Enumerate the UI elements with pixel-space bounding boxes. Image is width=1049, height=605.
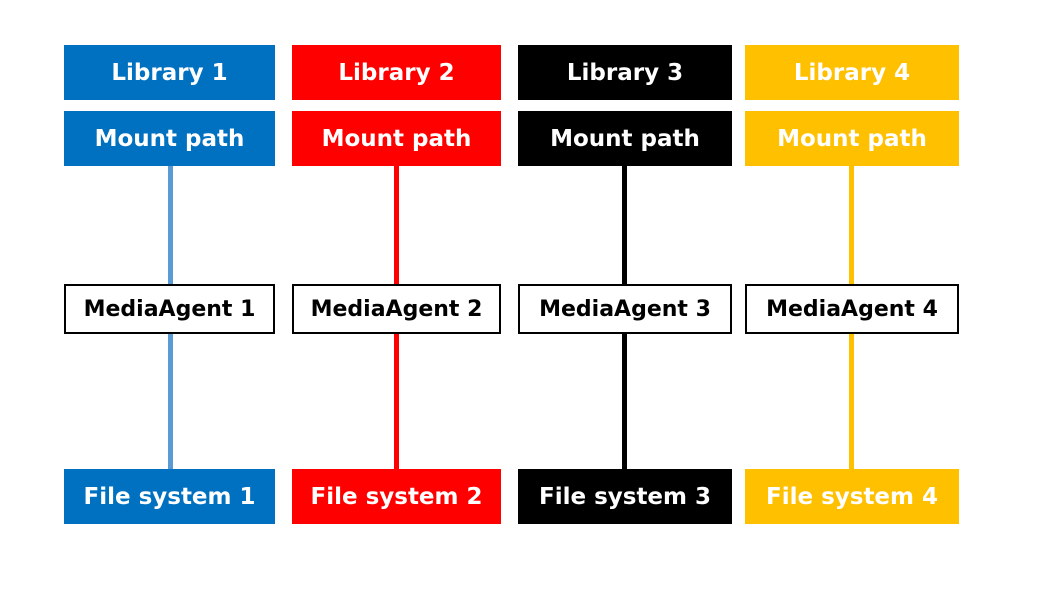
file-system-3-box: File system 3 bbox=[518, 469, 732, 524]
library-1-box: Library 1 bbox=[64, 45, 275, 100]
media-agent-2-box: MediaAgent 2 bbox=[292, 284, 501, 334]
mount-path-2-box: Mount path bbox=[292, 111, 501, 166]
connector-mount-to-agent-4 bbox=[849, 166, 854, 284]
mount-path-1-box: Mount path bbox=[64, 111, 275, 166]
mount-path-3-box: Mount path bbox=[518, 111, 732, 166]
connector-agent-to-fs-1 bbox=[168, 334, 173, 469]
library-2-box: Library 2 bbox=[292, 45, 501, 100]
library-4-box: Library 4 bbox=[745, 45, 959, 100]
connector-agent-to-fs-2 bbox=[394, 334, 399, 469]
connector-mount-to-agent-3 bbox=[622, 166, 627, 284]
connector-agent-to-fs-4 bbox=[849, 334, 854, 469]
media-agent-3-box: MediaAgent 3 bbox=[518, 284, 732, 334]
mount-path-4-box: Mount path bbox=[745, 111, 959, 166]
connector-agent-to-fs-3 bbox=[622, 334, 627, 469]
connector-mount-to-agent-1 bbox=[168, 166, 173, 284]
media-agent-4-box: MediaAgent 4 bbox=[745, 284, 959, 334]
file-system-1-box: File system 1 bbox=[64, 469, 275, 524]
file-system-2-box: File system 2 bbox=[292, 469, 501, 524]
library-3-box: Library 3 bbox=[518, 45, 732, 100]
connector-mount-to-agent-2 bbox=[394, 166, 399, 284]
media-agent-1-box: MediaAgent 1 bbox=[64, 284, 275, 334]
file-system-4-box: File system 4 bbox=[745, 469, 959, 524]
